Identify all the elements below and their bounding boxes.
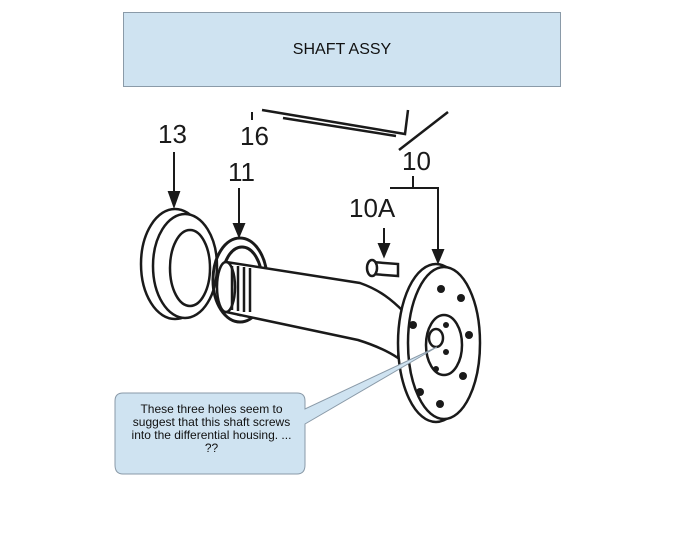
label-13: 13 — [158, 119, 187, 149]
seal-13 — [139, 207, 219, 321]
flange-holes — [409, 285, 473, 408]
label-10: 10 — [402, 146, 431, 176]
axle-shaft — [215, 260, 406, 361]
label-10a: 10A — [349, 193, 396, 223]
label-11: 11 — [228, 157, 255, 187]
label-16: 16 — [240, 121, 269, 151]
title-box: SHAFT ASSY — [123, 12, 561, 87]
callout-text: These three holes seem to suggest that t… — [131, 402, 292, 455]
bolt-10a — [365, 258, 400, 278]
page-title: SHAFT ASSY — [292, 40, 392, 58]
leader-lines — [167, 112, 445, 265]
flange-10 — [396, 262, 482, 424]
housing-outline — [261, 108, 449, 151]
callout-bubble — [114, 346, 438, 475]
